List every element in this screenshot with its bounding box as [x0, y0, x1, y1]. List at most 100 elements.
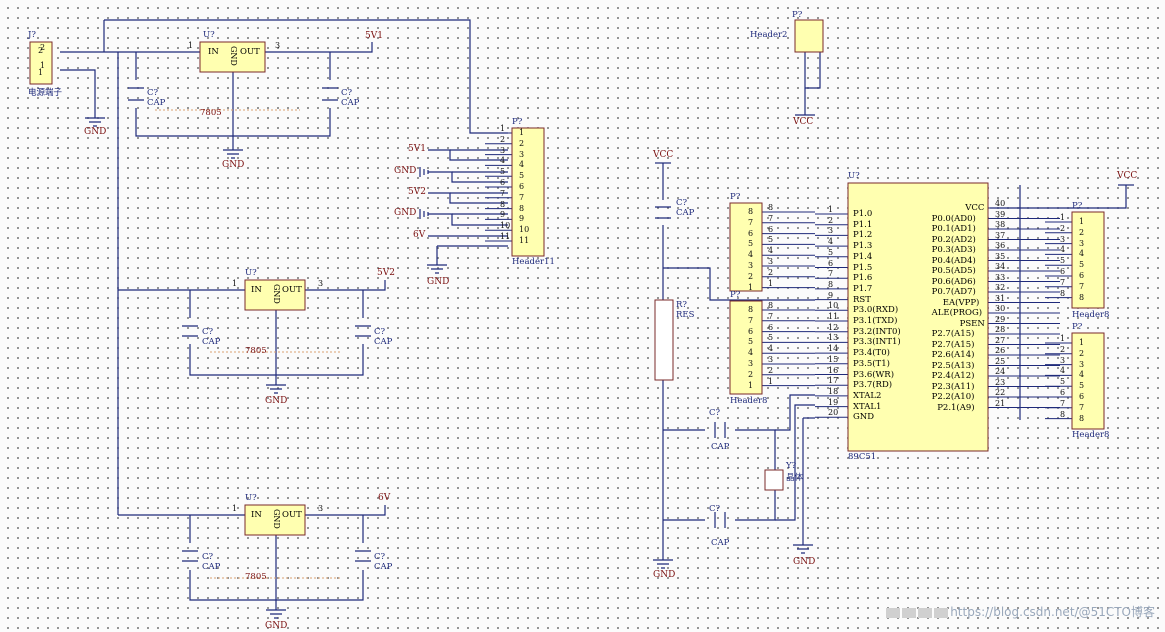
- net-5v1: 5V1: [365, 31, 383, 41]
- mcu-left-pin-num: 9: [828, 290, 834, 300]
- regulator-gnd-pin-label: GND: [229, 46, 238, 66]
- mcu-right-pin-name: P2.7(A15): [931, 339, 975, 350]
- gnd-label-2: GND: [222, 160, 245, 170]
- mcu-right-pin-num: 37: [995, 230, 1006, 240]
- header11-pin-num-outer: 4: [500, 156, 506, 166]
- mcu-body: [847, 182, 989, 452]
- mcu-left-pin-name: P3.7(RD): [853, 380, 893, 391]
- mcu-left-pin-num: 2: [828, 215, 834, 225]
- header11-pin-num-outer: 2: [500, 134, 506, 144]
- mcu-left-pin-name: P1.3: [853, 241, 873, 252]
- h8-rt-pin-num-outer: 8: [1060, 288, 1066, 298]
- mcu-left-pin-num: 19: [828, 397, 839, 407]
- cap-part-9: CAP: [711, 538, 730, 548]
- mcu-right-pin-name: ALE(PROG): [931, 308, 983, 318]
- h8-rb-ref: P?: [1072, 322, 1083, 332]
- h11-net-5v2: 5V2: [408, 187, 426, 197]
- mcu-right-pin-num: 34: [995, 262, 1006, 271]
- mcu-left-pin-num: 13: [828, 333, 839, 343]
- reg-mid-out: OUT: [282, 285, 302, 295]
- mcu-right-pin-name: P2.2(A10): [931, 392, 975, 402]
- header11-pin-num-inner: 6: [519, 182, 525, 191]
- res-ref: R?: [676, 300, 687, 310]
- vcc-right: VCC: [1117, 171, 1138, 181]
- h8-rb-pin-num-outer: 5: [1060, 377, 1066, 387]
- h8-rt-pin-num-outer: 4: [1060, 245, 1066, 255]
- h8-lb-pin-num-outer: 2: [768, 365, 774, 375]
- cap-part-6: CAP: [374, 562, 393, 572]
- mcu-left-pin-num: 1: [828, 205, 834, 214]
- mcu-right-pin-num: 21: [995, 398, 1006, 408]
- h8-rt-pin-num-outer: 7: [1060, 277, 1066, 287]
- crystal-name: 晶体: [786, 473, 804, 483]
- mcu-left-pin-name: P1.6: [853, 273, 873, 284]
- mcu-right-pin-name: PSEN: [959, 318, 985, 329]
- vcc-header2: VCC: [793, 117, 814, 127]
- h8-rt-pin-num-inner: 8: [1079, 292, 1085, 302]
- reg-bot-part: 7805: [245, 572, 267, 582]
- mcu-left-pin-num: 11: [828, 312, 839, 321]
- mcu-right-pin-name: P0.3(AD3): [931, 245, 976, 255]
- cap-ref-3: C?: [202, 327, 214, 337]
- h8-rt-pin-num-inner: 6: [1079, 271, 1085, 280]
- res-name: RES: [676, 310, 695, 320]
- mcu-left-pin-name: P1.1: [853, 219, 873, 230]
- mcu-left-pin-num: 14: [828, 344, 839, 354]
- net-5v2: 5V2: [377, 268, 395, 278]
- h8-lb-pin-num-outer: 4: [768, 344, 774, 354]
- cap-ref-9: C?: [709, 504, 721, 514]
- gnd-label-1: GND: [84, 127, 107, 137]
- regulator-top-body: [199, 41, 266, 73]
- h8-lb-pin-num-inner: 3: [748, 359, 754, 368]
- aux-pin-num: 3: [318, 504, 324, 513]
- mcu-right-pin-name: P0.4(AD4): [931, 255, 976, 266]
- mcu-right-pin-num: 35: [995, 251, 1006, 261]
- h8-lb-pin-num-inner: 2: [748, 369, 754, 379]
- gnd-label-4: GND: [265, 621, 288, 631]
- aux-pin-num: 1: [40, 61, 46, 70]
- header11-body: [511, 127, 545, 257]
- mcu-left-pin-num: 6: [828, 258, 834, 268]
- mcu-right-pin-num: 39: [995, 209, 1006, 219]
- h8-lt-pin-num-outer: 7: [768, 213, 774, 223]
- mcu-right-pin-num: 22: [995, 388, 1006, 397]
- h8-rb-pin-num-inner: 1: [1079, 338, 1085, 347]
- header8-left-top-body: [729, 202, 763, 292]
- mcu-right-pin-num: 23: [995, 377, 1006, 387]
- mcu-right-pin-name: P0.1(AD1): [931, 224, 976, 234]
- cap-ref-5: C?: [202, 552, 214, 562]
- reg-top-out: OUT: [240, 47, 260, 57]
- header2-ref: P?: [792, 10, 803, 20]
- h8-rt-pin-num-outer: 3: [1060, 234, 1066, 244]
- mcu-left-pin-name: P3.1(TXD): [853, 316, 898, 326]
- header11-pin-num-inner: 11: [519, 236, 530, 245]
- h8-lt-pin-num-inner: 2: [748, 271, 754, 281]
- mcu-ref: U?: [848, 171, 860, 181]
- mcu-left-pin-name: GND: [853, 412, 875, 423]
- h8-lt-pin-num-inner: 5: [748, 239, 754, 249]
- mcu-right-pin-num: 26: [995, 346, 1006, 355]
- mcu-right-pin-num: 27: [995, 335, 1006, 345]
- h8-rb-pin-num-inner: 4: [1079, 370, 1085, 380]
- connector-ref: J?: [28, 30, 36, 40]
- header11-pin-num-outer: 5: [500, 167, 506, 177]
- header11-pin-num-inner: 3: [519, 149, 525, 159]
- mcu-right-pin-name: P0.6(AD6): [931, 276, 976, 287]
- reg-mid-in: IN: [251, 285, 262, 295]
- mcu-right-pin-name: P0.2(AD2): [931, 234, 976, 245]
- gnd-label-3: GND: [265, 396, 288, 406]
- h8-rt-pin-num-outer: 5: [1060, 256, 1066, 266]
- header11-name: Header11: [512, 257, 555, 267]
- header8-right-top-body: [1071, 211, 1105, 309]
- h8-rt-name: Header8: [1072, 310, 1110, 320]
- wires: [60, 19, 1127, 610]
- mcu-right-pin-num: 38: [995, 220, 1006, 229]
- h8-lb-pin-num-inner: 1: [748, 380, 754, 390]
- h8-rt-pin-num-inner: 3: [1079, 238, 1085, 248]
- gnd-label-7: GND: [793, 557, 816, 567]
- h8-lt-pin-num-inner: 3: [748, 261, 754, 270]
- cap-part-1: CAP: [147, 98, 166, 108]
- power-connector-body: [29, 41, 53, 85]
- mcu-right-pin-num: 32: [995, 283, 1006, 292]
